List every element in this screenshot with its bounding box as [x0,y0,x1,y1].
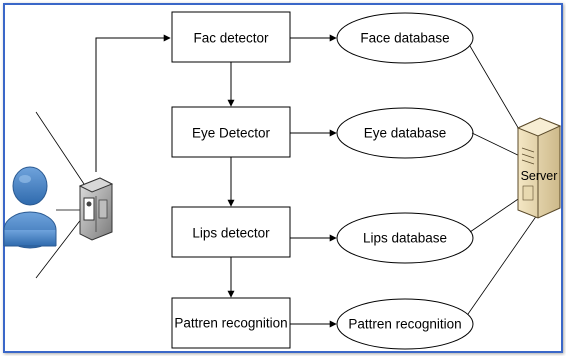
detector-label-face: Fac detector [193,30,269,46]
detector-box-face [171,11,291,63]
detector-label-eye: Eye Detector [191,125,271,141]
database-label-pattern: Pattren recognition [348,316,462,332]
database-label-lips: Lips database [362,230,448,246]
link-camera-to-face-detector [95,34,171,172]
database-ellipse-face [336,12,474,64]
database-label-face: Face database [360,30,450,46]
link-patterndb-server [467,204,545,315]
database-ellipse-eye [336,107,474,159]
database-label-eye: Eye database [363,125,447,141]
camera-view-ray-top [35,111,93,197]
detector-box-eye [171,106,291,158]
server-label: Server [520,169,558,183]
database-ellipse-pattern [336,298,474,350]
detector-label-pattern: Pattren recognition [174,315,288,331]
detector-box-pattern [171,297,291,349]
detector-label-lips: Lips detector [192,225,270,241]
link-lipsdb-server [469,194,525,233]
server-tower-icon [516,117,562,219]
user-person-icon [3,166,57,249]
camera-icon [78,177,114,241]
detector-box-lips [171,206,291,258]
database-ellipse-lips [336,212,474,264]
